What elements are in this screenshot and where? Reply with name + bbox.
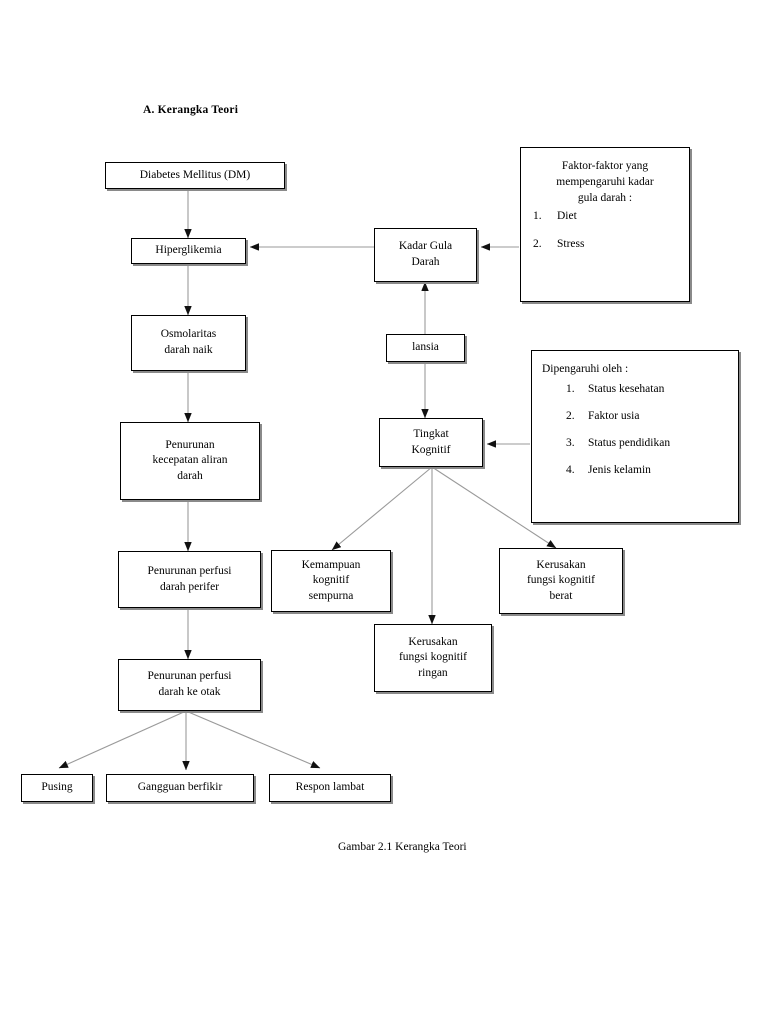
list-item-label: Status pendidikan (588, 437, 671, 450)
list-item-number: 1. (566, 383, 575, 396)
edge-perfusi-otak-to-respon-lambat (185, 710, 321, 769)
list-item[interactable]: 1. Status kesehatan (566, 381, 730, 397)
node-kerusakan-fungsi-kognitif-ringan[interactable]: Kerusakan fungsi kognitif ringan (374, 624, 492, 692)
list-item[interactable]: 2. Faktor usia (566, 408, 730, 424)
list-item-number: 4. (566, 464, 575, 477)
list-item-number: 3. (566, 437, 575, 450)
node-penurunan-perfusi-darah-ke-otak[interactable]: Penurunan perfusi darah ke otak (118, 659, 261, 711)
node-label: Kemampuan kognitif sempurna (301, 558, 361, 602)
list-item-number: 1. (533, 210, 542, 223)
edge-perfusi-otak-to-pusing (58, 710, 187, 769)
node-label: Penurunan perfusi darah ke otak (147, 670, 232, 698)
figure-caption: Gambar 2.1 Kerangka Teori (338, 841, 467, 853)
box-heading: Dipengaruhi oleh : (542, 363, 629, 375)
node-osmolaritas-darah-naik[interactable]: Osmolaritas darah naik (131, 315, 246, 371)
node-label: Diabetes Mellitus (DM) (139, 168, 251, 181)
list-item-label: Jenis kelamin (588, 464, 651, 477)
list-item-label: Faktor usia (588, 410, 640, 423)
node-respon-lambat[interactable]: Respon lambat (269, 774, 391, 802)
box-faktor-faktor-gula-darah[interactable]: Faktor-faktor yang mempengaruhi kadar gu… (520, 147, 690, 302)
node-kadar-gula-darah[interactable]: Kadar Gula Darah (374, 228, 477, 282)
page-title: A. Kerangka Teori (143, 104, 239, 116)
list-item[interactable]: 3. Status pendidikan (566, 435, 730, 451)
node-kerusakan-fungsi-kognitif-berat[interactable]: Kerusakan fungsi kognitif berat (499, 548, 623, 614)
list-item[interactable]: 2. Stress (533, 236, 681, 252)
list-item[interactable]: 1. Diet (533, 208, 681, 224)
node-label: Tingkat Kognitif (411, 427, 451, 456)
node-label: lansia (412, 341, 439, 354)
list-item-label: Status kesehatan (588, 383, 665, 396)
node-label: Respon lambat (295, 781, 365, 794)
node-pusing[interactable]: Pusing (21, 774, 93, 802)
node-label: Osmolaritas darah naik (160, 328, 217, 356)
list-item-number: 2. (533, 238, 542, 251)
node-label: Penurunan perfusi darah perifer (147, 564, 232, 593)
node-label: Hiperglikemia (155, 244, 222, 257)
list-item[interactable]: 4. Jenis kelamin (566, 462, 730, 478)
node-hiperglikemia[interactable]: Hiperglikemia (131, 238, 246, 264)
node-label: Kerusakan fungsi kognitif berat (526, 558, 596, 602)
node-kemampuan-kognitif-sempurna[interactable]: Kemampuan kognitif sempurna (271, 550, 391, 612)
list-item-number: 2. (566, 410, 575, 423)
node-penurunan-perfusi-darah-perifer[interactable]: Penurunan perfusi darah perifer (118, 551, 261, 608)
faktor-list: 1. Diet 2. Stress (529, 208, 681, 252)
node-tingkat-kognitif[interactable]: Tingkat Kognitif (379, 418, 483, 467)
list-item-label: Diet (557, 210, 577, 223)
box-dipengaruhi-oleh[interactable]: Dipengaruhi oleh : 1. Status kesehatan 2… (531, 350, 739, 523)
node-lansia[interactable]: lansia (386, 334, 465, 362)
node-label: Penurunan kecepatan aliran darah (152, 438, 228, 482)
node-label: Gangguan berfikir (137, 781, 223, 794)
box-heading: Faktor-faktor yang mempengaruhi kadar gu… (556, 160, 654, 205)
edge-tingkat-kognitif-to-kemampuan-sempurna (331, 466, 433, 551)
node-gangguan-berfikir[interactable]: Gangguan berfikir (106, 774, 254, 802)
node-label: Kerusakan fungsi kognitif ringan (398, 635, 468, 679)
node-diabetes-mellitus[interactable]: Diabetes Mellitus (DM) (105, 162, 285, 189)
list-item-label: Stress (557, 238, 585, 251)
node-label: Pusing (41, 781, 73, 794)
dipengaruhi-list: 1. Status kesehatan 2. Faktor usia 3. St… (542, 381, 730, 478)
node-penurunan-kecepatan-aliran-darah[interactable]: Penurunan kecepatan aliran darah (120, 422, 260, 500)
node-label: Kadar Gula Darah (398, 240, 453, 268)
